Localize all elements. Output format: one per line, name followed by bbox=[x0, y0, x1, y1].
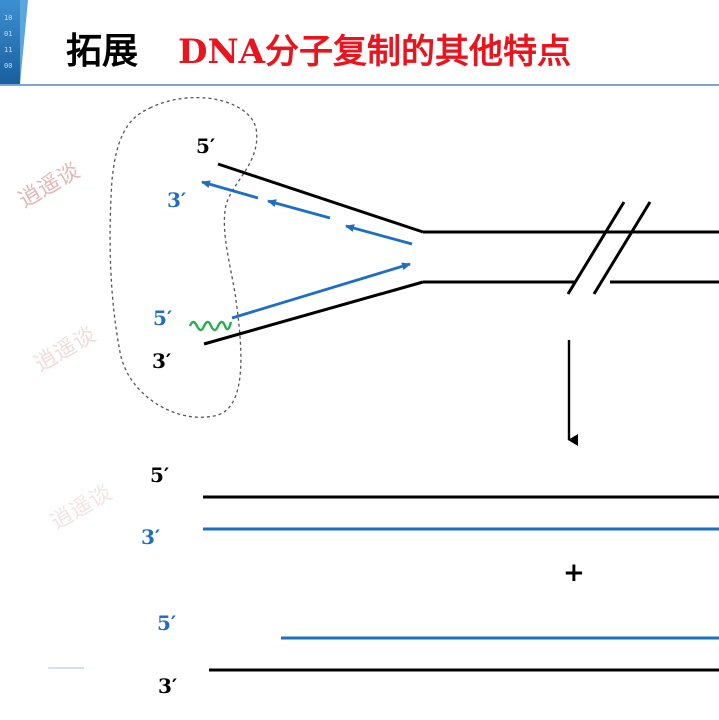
fork-top-5prime-label: 5′ bbox=[196, 134, 216, 158]
okazaki-fragment-1 bbox=[345, 224, 413, 246]
title-rule bbox=[0, 84, 719, 86]
fork-parent-strands bbox=[203, 162, 719, 346]
watermark-group: 逍遥谈 逍遥谈 逍遥谈 bbox=[15, 159, 117, 536]
svg-text:11: 11 bbox=[4, 46, 12, 54]
watermark-3: 逍遥谈 bbox=[47, 481, 117, 536]
title-prefix: 拓展 bbox=[66, 31, 139, 72]
plus-sign: + bbox=[563, 558, 585, 588]
watermark-1: 逍遥谈 bbox=[15, 159, 85, 214]
fork-dashed-outline bbox=[109, 96, 258, 418]
fork-upper-arm bbox=[217, 162, 424, 234]
result-top-5prime-label: 5′ bbox=[150, 463, 170, 487]
watermark-2: 逍遥谈 bbox=[31, 323, 101, 378]
fork-lower-arm bbox=[203, 280, 424, 346]
corner-decoration: 10 01 11 00 bbox=[0, 0, 28, 84]
result-bottom-3prime-label: 3′ bbox=[158, 674, 178, 698]
fork-blue-5prime-label: 5′ bbox=[153, 306, 173, 330]
fork-blue-3prime-label: 3′ bbox=[167, 188, 187, 212]
break-mark-2 bbox=[592, 201, 652, 295]
result-bottom-5prime-label: 5′ bbox=[157, 611, 177, 635]
result-strands bbox=[203, 495, 719, 672]
decorative-blue-bar bbox=[48, 667, 84, 669]
leading-strand bbox=[231, 262, 411, 320]
okazaki-fragment-3 bbox=[201, 180, 259, 200]
fork-bottom-3prime-label: 3′ bbox=[152, 349, 172, 373]
page-title: DNA分子复制的其他特点 bbox=[178, 32, 571, 72]
lagging-strand bbox=[201, 180, 413, 246]
svg-text:10: 10 bbox=[4, 14, 12, 22]
result-top-3prime-label: 3′ bbox=[141, 525, 161, 549]
break-marks bbox=[566, 201, 652, 295]
break-mark-1 bbox=[566, 201, 626, 295]
svg-text:01: 01 bbox=[4, 30, 12, 38]
rna-primer bbox=[188, 320, 233, 332]
svg-text:00: 00 bbox=[4, 62, 12, 70]
okazaki-fragment-2 bbox=[267, 199, 331, 220]
